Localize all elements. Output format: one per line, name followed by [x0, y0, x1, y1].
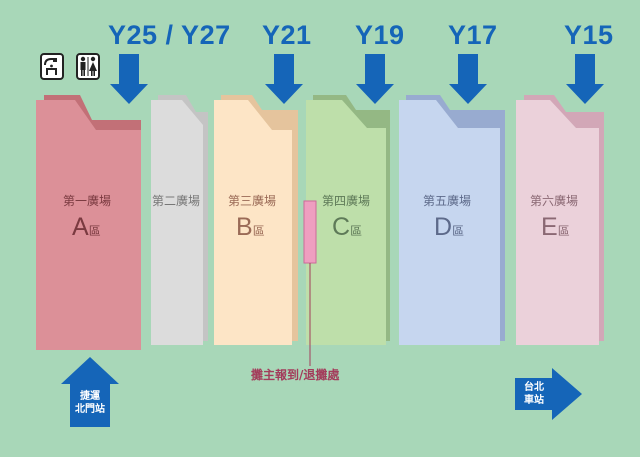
zone-c-label: C區: [332, 213, 362, 242]
zone-c-suffix: 區: [350, 224, 363, 238]
mrt-arrow-line1: 捷運: [80, 391, 100, 402]
exit-arrow-y21[interactable]: [265, 54, 303, 104]
exit-label-y19: Y19: [355, 20, 405, 50]
exit-arrow-y15[interactable]: [566, 54, 604, 104]
exit-arrow-y25-y27[interactable]: [110, 54, 148, 104]
plaza-2-name: 第二廣場: [152, 194, 201, 208]
plaza-6-name: 第六廣場: [530, 194, 579, 208]
zone-e-label: E區: [541, 213, 570, 242]
zone-d-letter: D: [434, 213, 453, 241]
zone-b-suffix: 區: [252, 224, 265, 238]
zone-a-suffix: 區: [88, 224, 101, 238]
zone-e-letter: E: [541, 213, 558, 241]
plaza-3-face: [214, 100, 292, 345]
exit-label-y17: Y17: [448, 20, 498, 50]
plaza-4-name: 第四廣場: [322, 194, 371, 208]
zone-d-label: D區: [434, 213, 464, 242]
plaza-5-shape[interactable]: [399, 95, 505, 345]
restroom-icon: [76, 53, 100, 80]
zone-a-label: A區: [72, 213, 101, 242]
booth-checkin-marker[interactable]: [303, 200, 317, 264]
station-arrow[interactable]: [515, 368, 582, 420]
zone-e-suffix: 區: [557, 224, 570, 238]
mrt-arrow-label: 捷運 北門站: [72, 390, 108, 416]
plaza-2-face: [151, 100, 203, 345]
exit-label-y15: Y15: [564, 20, 614, 50]
plaza-1-name: 第一廣場: [63, 194, 112, 208]
exit-arrow-y19[interactable]: [356, 54, 394, 104]
plaza-2-shape[interactable]: [151, 95, 208, 345]
exit-label-y21: Y21: [262, 20, 312, 50]
plaza-6-face: [516, 100, 599, 345]
plaza-4-shape[interactable]: [306, 95, 390, 345]
zone-a-letter: A: [72, 213, 89, 241]
station-arrow-line1: 台北: [524, 382, 544, 393]
plaza-5-name: 第五廣場: [423, 194, 472, 208]
plaza-1-shape[interactable]: [36, 95, 141, 350]
exit-arrows: [110, 54, 604, 104]
station-arrow-label: 台北 車站: [517, 381, 551, 407]
plaza-3-name: 第三廣場: [228, 194, 277, 208]
zone-c-letter: C: [332, 213, 351, 241]
plaza-6-shape[interactable]: [516, 95, 604, 345]
plaza-4-face: [306, 100, 386, 345]
drinking-fountain-icon: [40, 53, 64, 80]
exit-arrow-y17[interactable]: [449, 54, 487, 104]
plaza-3-shape[interactable]: [214, 95, 298, 345]
exit-label-y25-y27: Y25 / Y27: [108, 20, 231, 50]
zone-d-suffix: 區: [452, 224, 465, 238]
plaza-1-face: [36, 100, 141, 350]
mrt-arrow[interactable]: [61, 357, 119, 427]
mrt-arrow-line2: 北門站: [75, 404, 105, 415]
zone-b-letter: B: [236, 213, 253, 241]
booth-checkin-label: 攤主報到/退攤處: [251, 368, 340, 382]
station-arrow-line2: 車站: [524, 395, 544, 406]
plaza-5-face: [399, 100, 500, 345]
zone-b-label: B區: [236, 213, 265, 242]
